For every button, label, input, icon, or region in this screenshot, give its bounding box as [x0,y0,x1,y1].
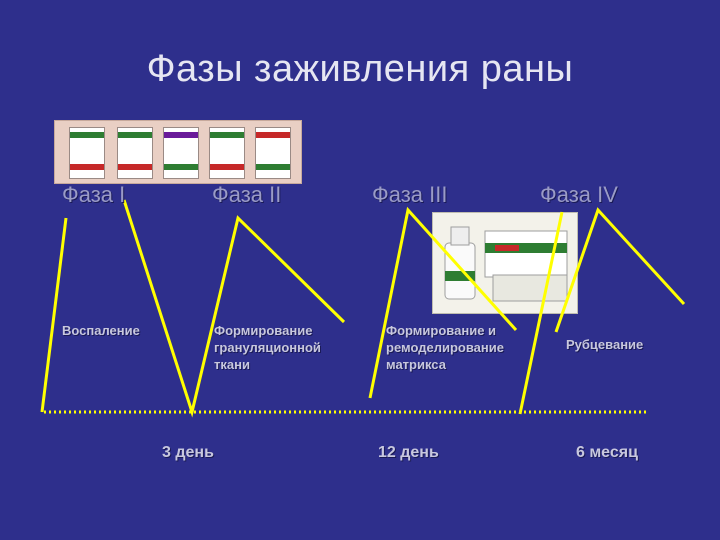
package-icon [117,127,153,179]
timeline-day-3: 3 день [162,444,214,461]
matrix-line-1: Формирование и [386,323,497,338]
phase-2-label: Фаза II [212,182,282,207]
phase-line [554,207,686,333]
package-icon [163,127,199,179]
matrix-line-3: матрикса [386,357,446,372]
granulation-line-3: ткани [214,357,250,372]
product-packages-image [54,120,302,184]
phase-4-label: Фаза IV [540,182,618,207]
granulation-line-1: Формирование [214,323,313,338]
phase-line [518,211,564,415]
phase-line [40,217,68,413]
granulation-line-2: грануляционной [214,340,321,355]
granulation-label: Формирование грануляционной ткани [214,322,321,373]
matrix-line-2: ремоделирование [386,340,504,355]
phase-3-label: Фаза III [372,182,448,207]
phase-line [122,199,346,418]
timeline-day-12: 12 день [378,444,439,461]
package-icon [255,127,291,179]
timeline-month-6: 6 месяц [576,444,638,461]
matrix-label: Формирование и ремоделирование матрикса [386,322,504,373]
slide-title: Фазы заживления раны [146,48,574,90]
scarring-label: Рубцевание [566,337,644,352]
phase-1-label: Фаза I [62,182,126,207]
phase-line [368,206,518,399]
package-icon [209,127,245,179]
package-icon [69,127,105,179]
inflammation-label: Воспаление [62,323,140,338]
